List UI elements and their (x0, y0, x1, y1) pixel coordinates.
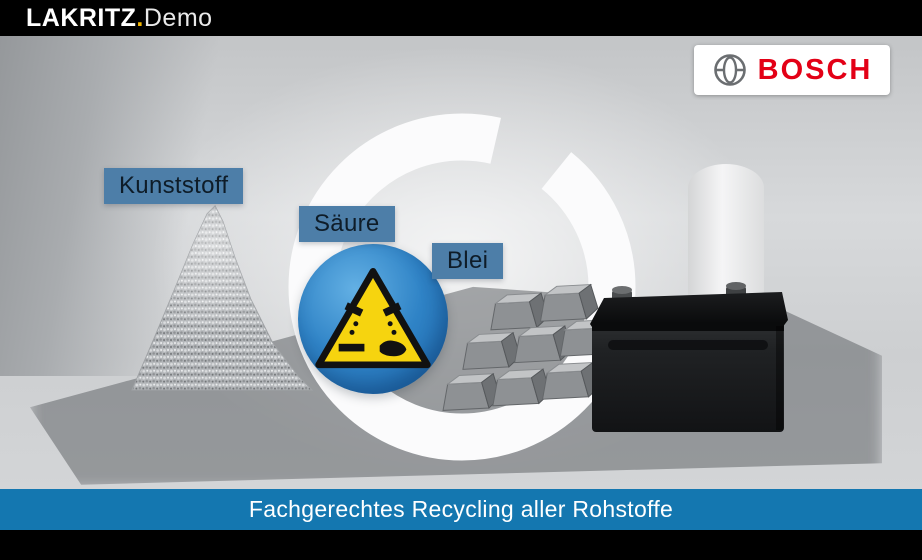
topbar: LAKRITZ.Demo (0, 0, 922, 36)
bottom-letterbox-bar (0, 530, 922, 560)
bosch-armature-icon (713, 54, 746, 86)
brand-name: LAKRITZ (26, 3, 137, 32)
brand-suffix: Demo (143, 3, 213, 32)
scene: Kunststoff Säure Blei (0, 36, 922, 489)
label-blei: Blei (432, 243, 504, 279)
label-saeure: Säure (299, 206, 395, 242)
bosch-badge: BOSCH (694, 45, 890, 95)
corrosive-warning-icon (315, 267, 431, 369)
label-kunststoff: Kunststoff (104, 168, 244, 204)
caption-text: Fachgerechtes Recycling aller Rohstoffe (248, 496, 674, 522)
lakritz-logo: LAKRITZ.Demo (26, 4, 213, 33)
brand-dot: . (136, 3, 144, 32)
plastic-granulate-pile-image (131, 205, 314, 391)
caption-bar: Fachgerechtes Recycling aller Rohstoffe (0, 489, 922, 530)
bosch-wordmark: BOSCH (757, 53, 873, 86)
car-battery-image (590, 282, 788, 432)
hazard-disc (298, 244, 448, 394)
